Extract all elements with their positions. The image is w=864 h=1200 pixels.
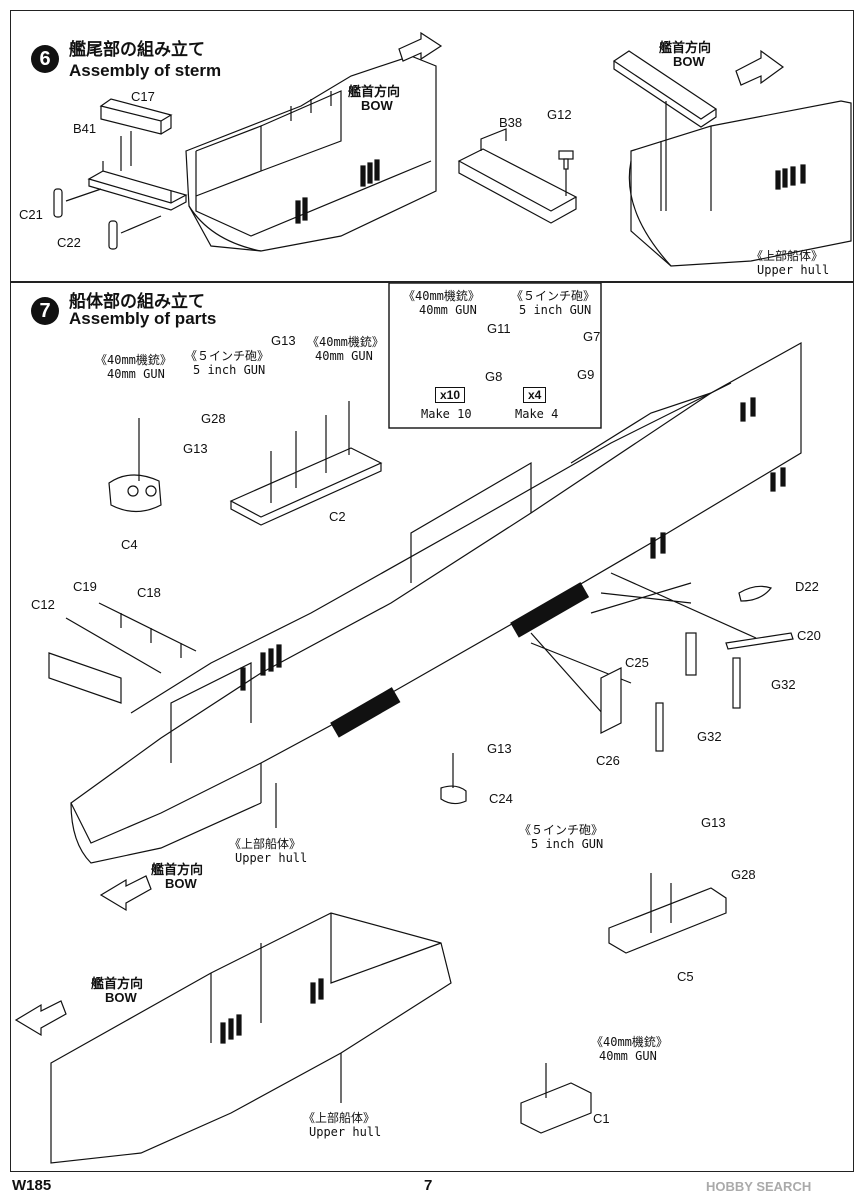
step7-title-en: Assembly of parts — [69, 309, 217, 328]
left-gun40-en: 40mm GUN — [107, 367, 165, 381]
left-gun40-jp: 《40mm機銃》 — [95, 353, 172, 367]
part-c20: C20 — [797, 628, 821, 643]
multiplier-x4: x4 — [523, 387, 547, 403]
part-c26: C26 — [596, 753, 620, 768]
bow-right-en: BOW — [673, 54, 705, 69]
c5-gun5-en: 5 inch GUN — [531, 837, 604, 851]
upper-hull-bottom-jp: 《上部船体》 — [303, 1111, 376, 1125]
bow-label-jp: 艦首方向 — [348, 84, 401, 99]
bow-right-jp: 艦首方向 — [659, 40, 712, 55]
part-c25: C25 — [625, 655, 649, 670]
c5-part-g28: G28 — [731, 867, 756, 882]
part-c2: C2 — [329, 509, 346, 524]
bow2-jp: 艦首方向 — [91, 976, 144, 991]
c2-gun40-en: 40mm GUN — [315, 349, 373, 363]
c5-gun5-jp: 《５インチ砲》 — [519, 823, 604, 837]
inset-gun5-jp: 《５インチ砲》 — [511, 289, 596, 303]
part-b38: B38 — [499, 115, 523, 130]
part-c22: C22 — [57, 235, 81, 250]
part-c24: C24 — [489, 791, 513, 806]
upper-hull-jp: 《上部船体》 — [751, 249, 824, 263]
c1-gun40-en: 40mm GUN — [599, 1049, 657, 1063]
make-10-label: Make 10 — [421, 407, 472, 421]
c5-part-g13: G13 — [701, 815, 726, 830]
bow-label-en: BOW — [361, 98, 393, 113]
step7-hull-drawing — [14, 283, 802, 1164]
step7-title-jp: 船体部の組み立て — [69, 292, 205, 311]
part-g32-a: G32 — [771, 677, 796, 692]
part-c5: C5 — [677, 969, 694, 984]
product-code: W185 — [12, 1177, 52, 1194]
upper-hull-bottom-en: Upper hull — [309, 1125, 382, 1139]
c2-part-g13: G13 — [271, 333, 296, 348]
inset-gun40-jp: 《40mm機銃》 — [403, 289, 480, 303]
c2-gun5-jp: 《５インチ砲》 — [185, 349, 270, 363]
part-g8: G8 — [485, 369, 503, 384]
part-g13-center: G13 — [487, 741, 512, 756]
upper-hull-en: Upper hull — [757, 263, 830, 277]
bow2-en: BOW — [105, 990, 137, 1005]
part-b41: B41 — [73, 121, 97, 136]
c2-part-g28: G28 — [201, 411, 226, 426]
step7-panel: 7 船体部の組み立て Assembly of parts — [10, 282, 854, 1172]
bow1-en: BOW — [165, 876, 197, 891]
part-c17: C17 — [131, 89, 155, 104]
c2-gun5-en: 5 inch GUN — [193, 363, 266, 377]
part-c18: C18 — [137, 585, 161, 600]
part-c19: C19 — [73, 579, 97, 594]
make-4-label: Make 4 — [515, 407, 559, 421]
left-part-g13: G13 — [183, 441, 208, 456]
part-c4: C4 — [121, 537, 138, 552]
part-g12: G12 — [547, 107, 572, 122]
step6-stern-drawing — [53, 31, 852, 267]
bow1-jp: 艦首方向 — [151, 862, 204, 877]
step6-title-en: Assembly of sterm — [69, 61, 222, 80]
multiplier-x10: x10 — [435, 387, 466, 403]
part-d22: D22 — [795, 579, 819, 594]
part-g11: G11 — [487, 321, 511, 336]
upper-hull-mid-en: Upper hull — [235, 851, 308, 865]
part-g7: G7 — [583, 329, 601, 344]
step6-panel: 6 艦尾部の組み立て Assembly of sterm — [10, 10, 854, 282]
page-number: 7 — [424, 1177, 433, 1194]
upper-hull-mid-jp: 《上部船体》 — [229, 837, 302, 851]
step6-number-badge: 6 — [31, 45, 59, 73]
step7-number-badge: 7 — [31, 297, 59, 325]
c2-gun40-jp: 《40mm機銃》 — [307, 335, 384, 349]
part-g9: G9 — [577, 367, 595, 382]
part-c21: C21 — [19, 207, 43, 222]
inset-gun5-en: 5 inch GUN — [519, 303, 592, 317]
watermark: HOBBY SEARCH — [706, 1179, 812, 1194]
part-c12: C12 — [31, 597, 55, 612]
part-c1: C1 — [593, 1111, 610, 1126]
part-g32-b: G32 — [697, 729, 722, 744]
inset-gun40-en: 40mm GUN — [419, 303, 477, 317]
step6-title-jp: 艦尾部の組み立て — [69, 40, 205, 59]
c1-gun40-jp: 《40mm機銃》 — [591, 1035, 668, 1049]
